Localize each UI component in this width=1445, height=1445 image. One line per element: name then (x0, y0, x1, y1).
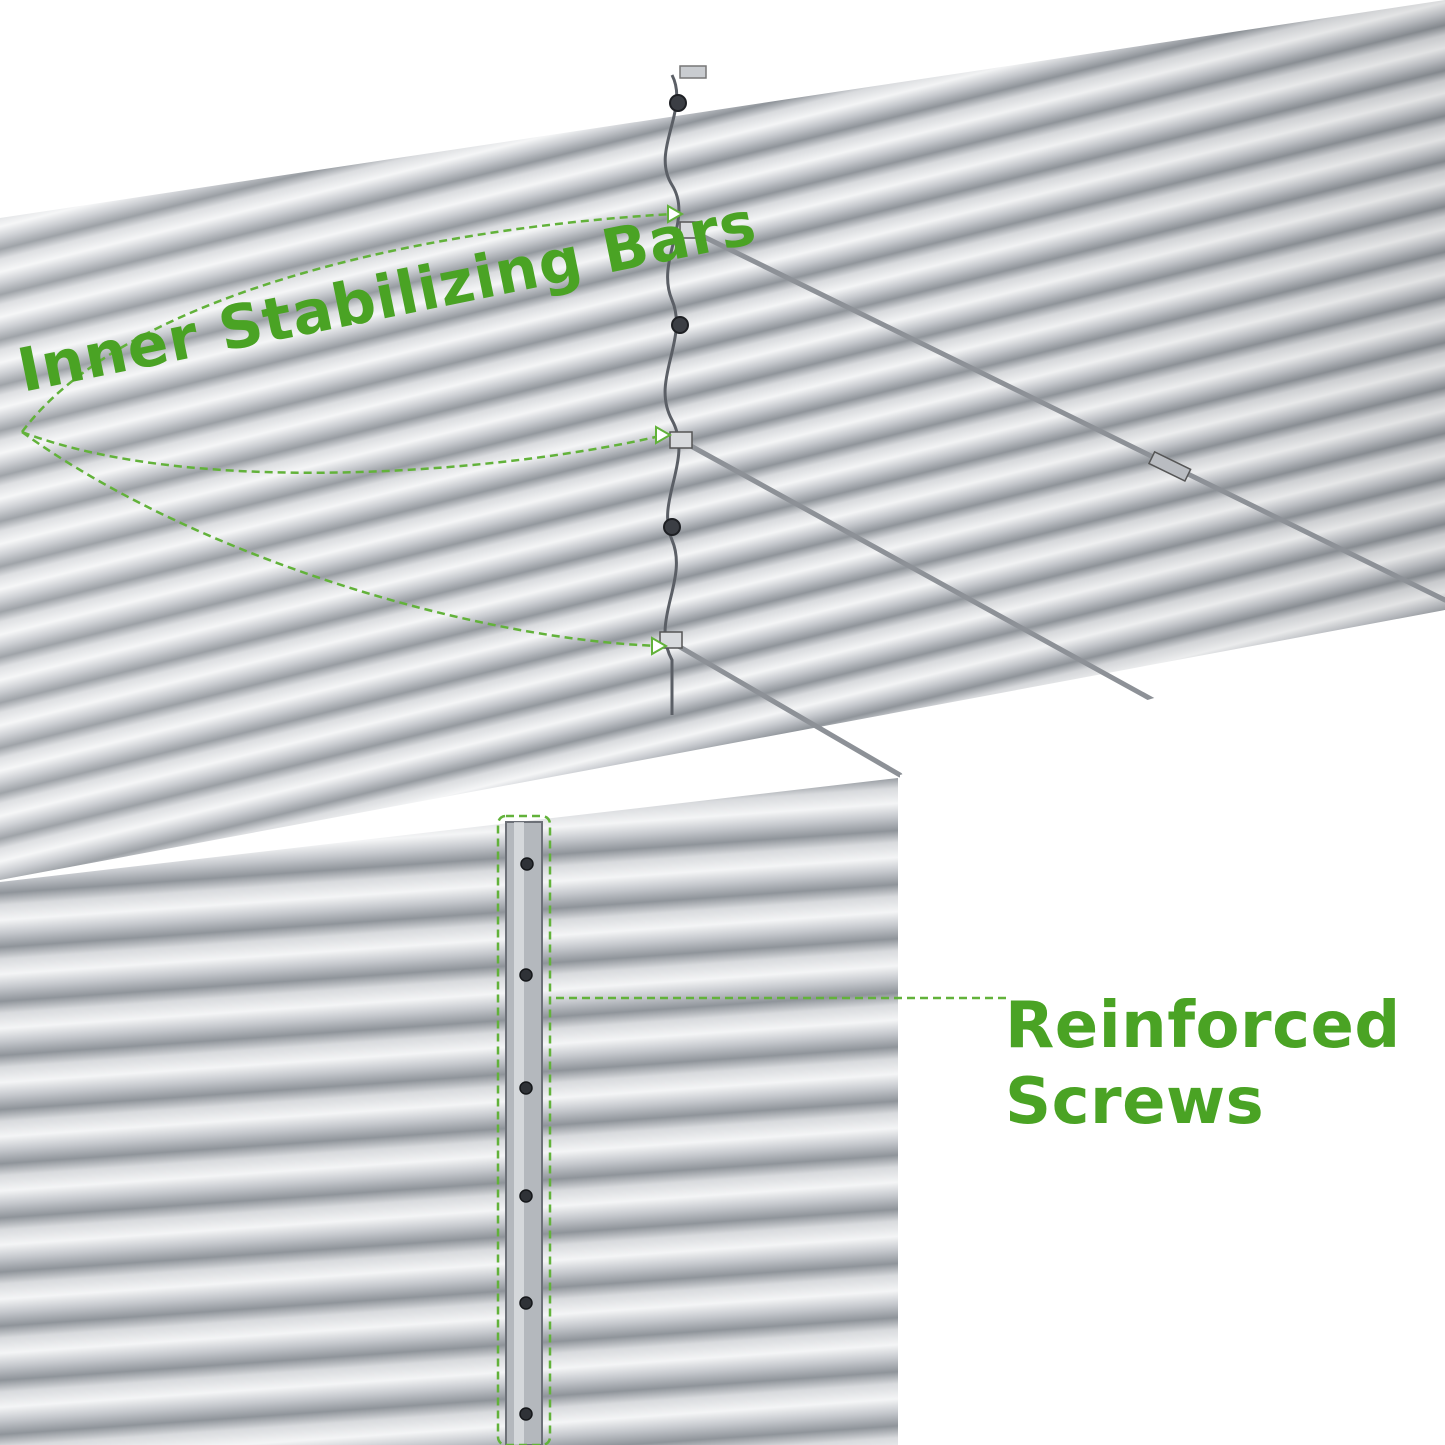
callout-arrows (651, 204, 685, 656)
screw-icon (519, 1407, 533, 1421)
screw-icon (519, 968, 533, 982)
bolt-icon (669, 94, 687, 112)
callout-lines-inner-bars (20, 212, 673, 648)
screw-icon (519, 1296, 533, 1310)
stabilizing-rod (665, 637, 903, 778)
bolt-icon (671, 316, 689, 334)
callout-reinforced-line1: Reinforced (1005, 989, 1401, 1063)
screw-icon (519, 1081, 533, 1095)
seam-bolts (663, 94, 689, 536)
screw-icon (519, 1189, 533, 1203)
stabilizing-rod (687, 227, 1445, 603)
bolt-icon (663, 518, 681, 536)
callout-lines-screws (496, 814, 1010, 1445)
panel-seam (663, 74, 681, 715)
callout-reinforced-line2: Screws (1005, 1065, 1265, 1139)
screw-icon (520, 857, 534, 871)
strip-screws (519, 857, 534, 1421)
callout-reinforced-screws: Reinforced Screws (1005, 988, 1401, 1140)
lower-metal-panel (0, 778, 898, 1445)
